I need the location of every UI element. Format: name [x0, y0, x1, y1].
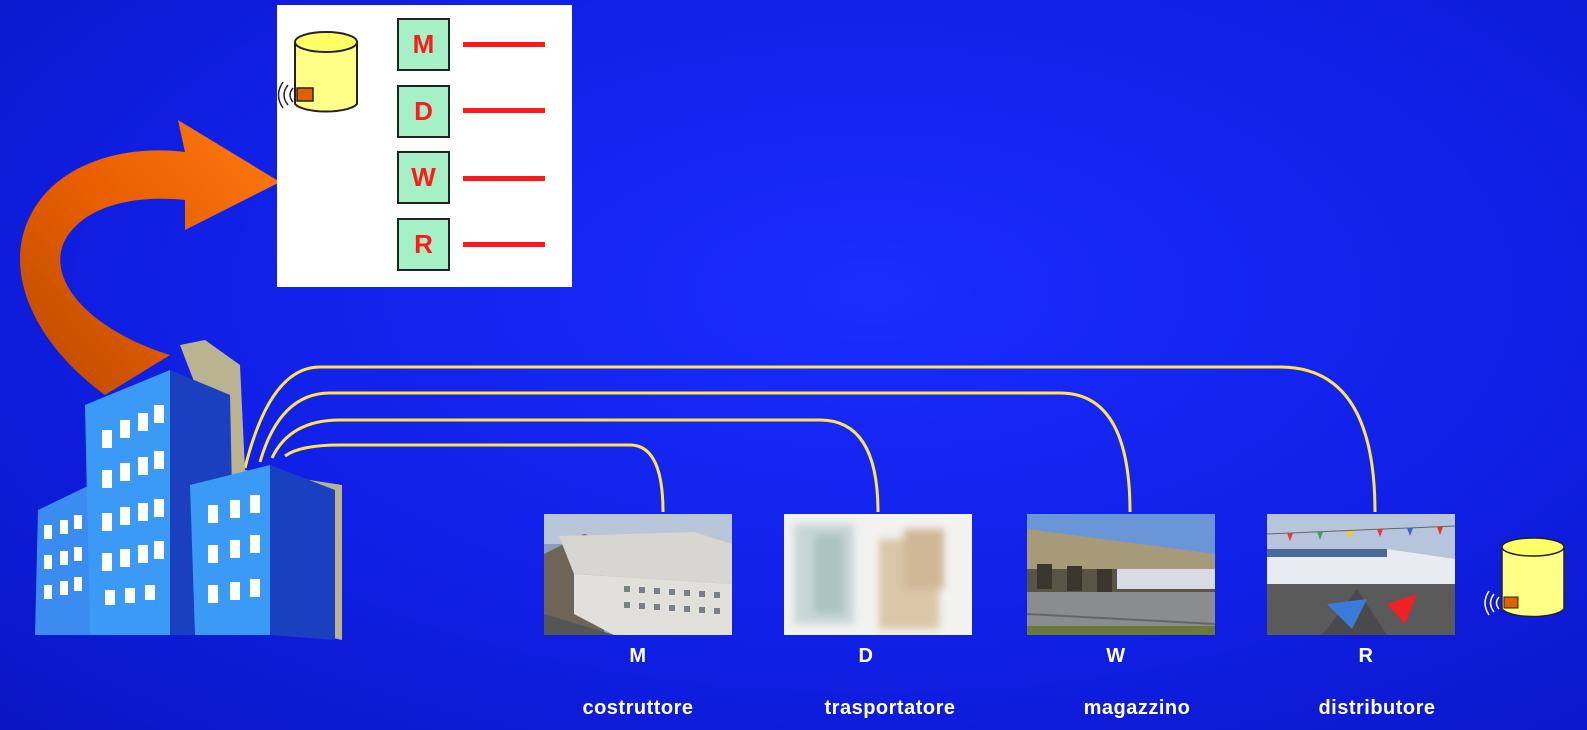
panel-item-code: M: [397, 18, 450, 71]
connector-to-costruttore: [284, 443, 665, 513]
database-tag-icon: [277, 31, 358, 113]
node-code-label: W: [1106, 645, 1126, 667]
connector-to-magazzino: [258, 391, 1132, 513]
wireless-icon: [277, 81, 294, 109]
panel-item-line: [463, 176, 545, 181]
node-name-label: costruttore: [582, 697, 694, 719]
node-name-label: magazzino: [1083, 697, 1191, 719]
panel-item-line: [463, 108, 545, 113]
photo-trasportatore: [784, 514, 972, 635]
panel-item-code: W: [397, 151, 450, 204]
photo-distributore: [1267, 514, 1455, 635]
panel-item-code: R: [397, 218, 450, 271]
node-name-label: distributore: [1318, 697, 1436, 719]
node-name-label: trasportatore: [824, 697, 956, 719]
photo-costruttore: [544, 514, 732, 635]
building-icon: [35, 340, 342, 640]
panel-item-line: [463, 242, 545, 247]
wireless-icon: [1484, 590, 1500, 616]
curved-arrow-icon: [20, 120, 281, 395]
node-code-label: D: [858, 645, 874, 667]
panel-item-code: D: [397, 85, 450, 138]
panel-item-line: [463, 42, 545, 47]
connector-to-trasportatore: [270, 418, 880, 513]
database-tag-icon: [1484, 537, 1565, 618]
node-code-label: M: [629, 645, 647, 667]
photo-magazzino: [1027, 514, 1215, 635]
node-code-label: R: [1358, 645, 1374, 667]
connector-to-distributore: [243, 365, 1377, 513]
